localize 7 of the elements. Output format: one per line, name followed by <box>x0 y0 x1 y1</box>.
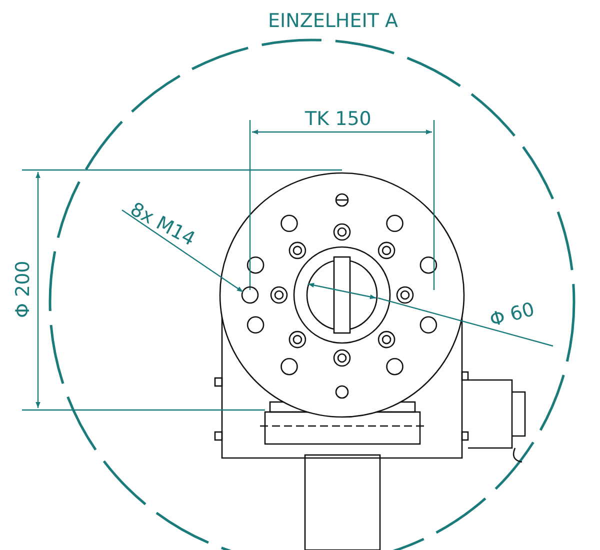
dimension-label: Φ 60 <box>488 300 537 330</box>
bolt-hole <box>241 286 259 304</box>
leader-line <box>122 210 244 292</box>
callout-label: 8x M14 <box>127 200 198 250</box>
title: EINZELHEIT A <box>268 12 398 31</box>
dimension-label: TK 150 <box>305 110 372 129</box>
dimension-label: Φ 200 <box>14 260 33 318</box>
